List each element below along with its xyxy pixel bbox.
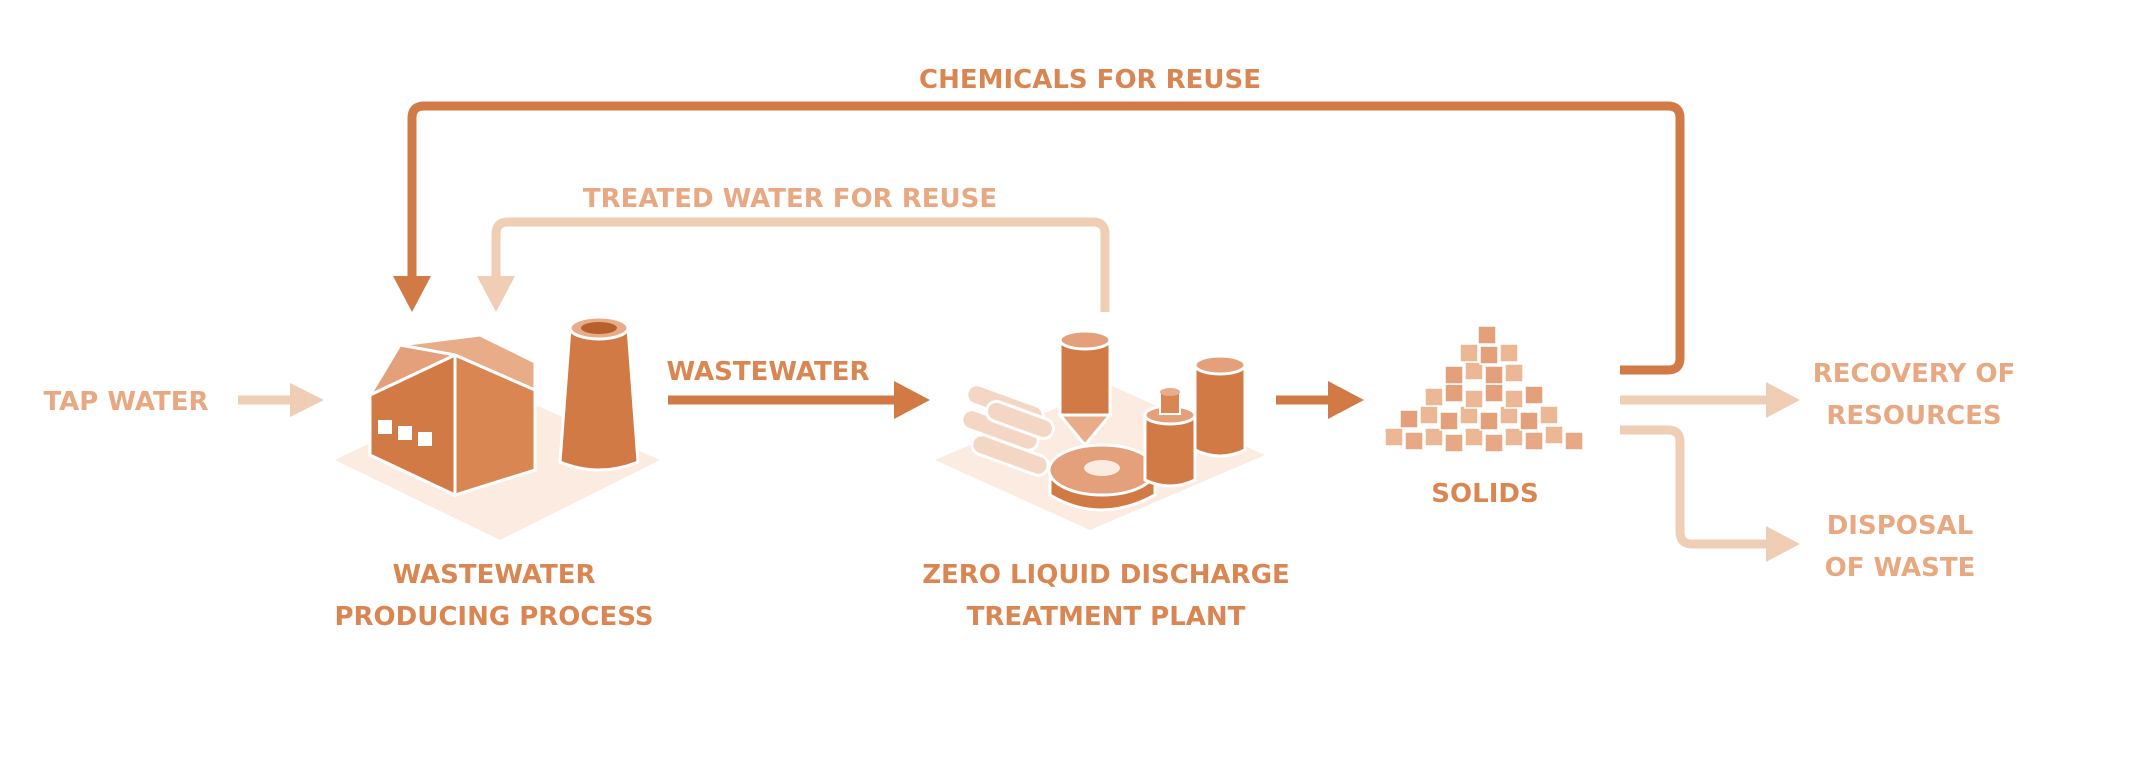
recovery-label-line2: RESOURCES <box>1826 401 2001 431</box>
tap-water-arrow <box>238 383 324 417</box>
producing-process-label-line1: WASTEWATER <box>393 560 596 590</box>
treated-water-for-reuse-label: TREATED WATER FOR REUSE <box>583 184 997 214</box>
zld-label-line1: ZERO LIQUID DISCHARGE <box>922 560 1290 590</box>
disposal-arrow <box>1620 425 1800 562</box>
disposal-label-line2: OF WASTE <box>1825 553 1976 583</box>
disposal-label-line1: DISPOSAL <box>1827 511 1974 541</box>
wastewater-arrow <box>668 381 930 419</box>
solids-cubes-icon <box>1384 325 1584 453</box>
treated-water-reuse-arrow <box>477 217 1110 312</box>
producing-process-label-line2: PRODUCING PROCESS <box>334 602 653 632</box>
recovery-label-line1: RECOVERY OF <box>1813 359 2016 389</box>
zld-label-line2: TREATMENT PLANT <box>967 602 1246 632</box>
tap-water-label: TAP WATER <box>43 387 208 417</box>
chemicals-reuse-arrow <box>393 101 1685 375</box>
chemicals-for-reuse-label: CHEMICALS FOR REUSE <box>919 65 1261 95</box>
treatment-plant-icon <box>935 329 1265 530</box>
wastewater-label: WASTEWATER <box>667 357 870 387</box>
recovery-arrow <box>1620 382 1800 418</box>
solids-arrow <box>1276 381 1364 419</box>
factory-icon <box>335 315 660 540</box>
solids-label: SOLIDS <box>1431 479 1538 509</box>
